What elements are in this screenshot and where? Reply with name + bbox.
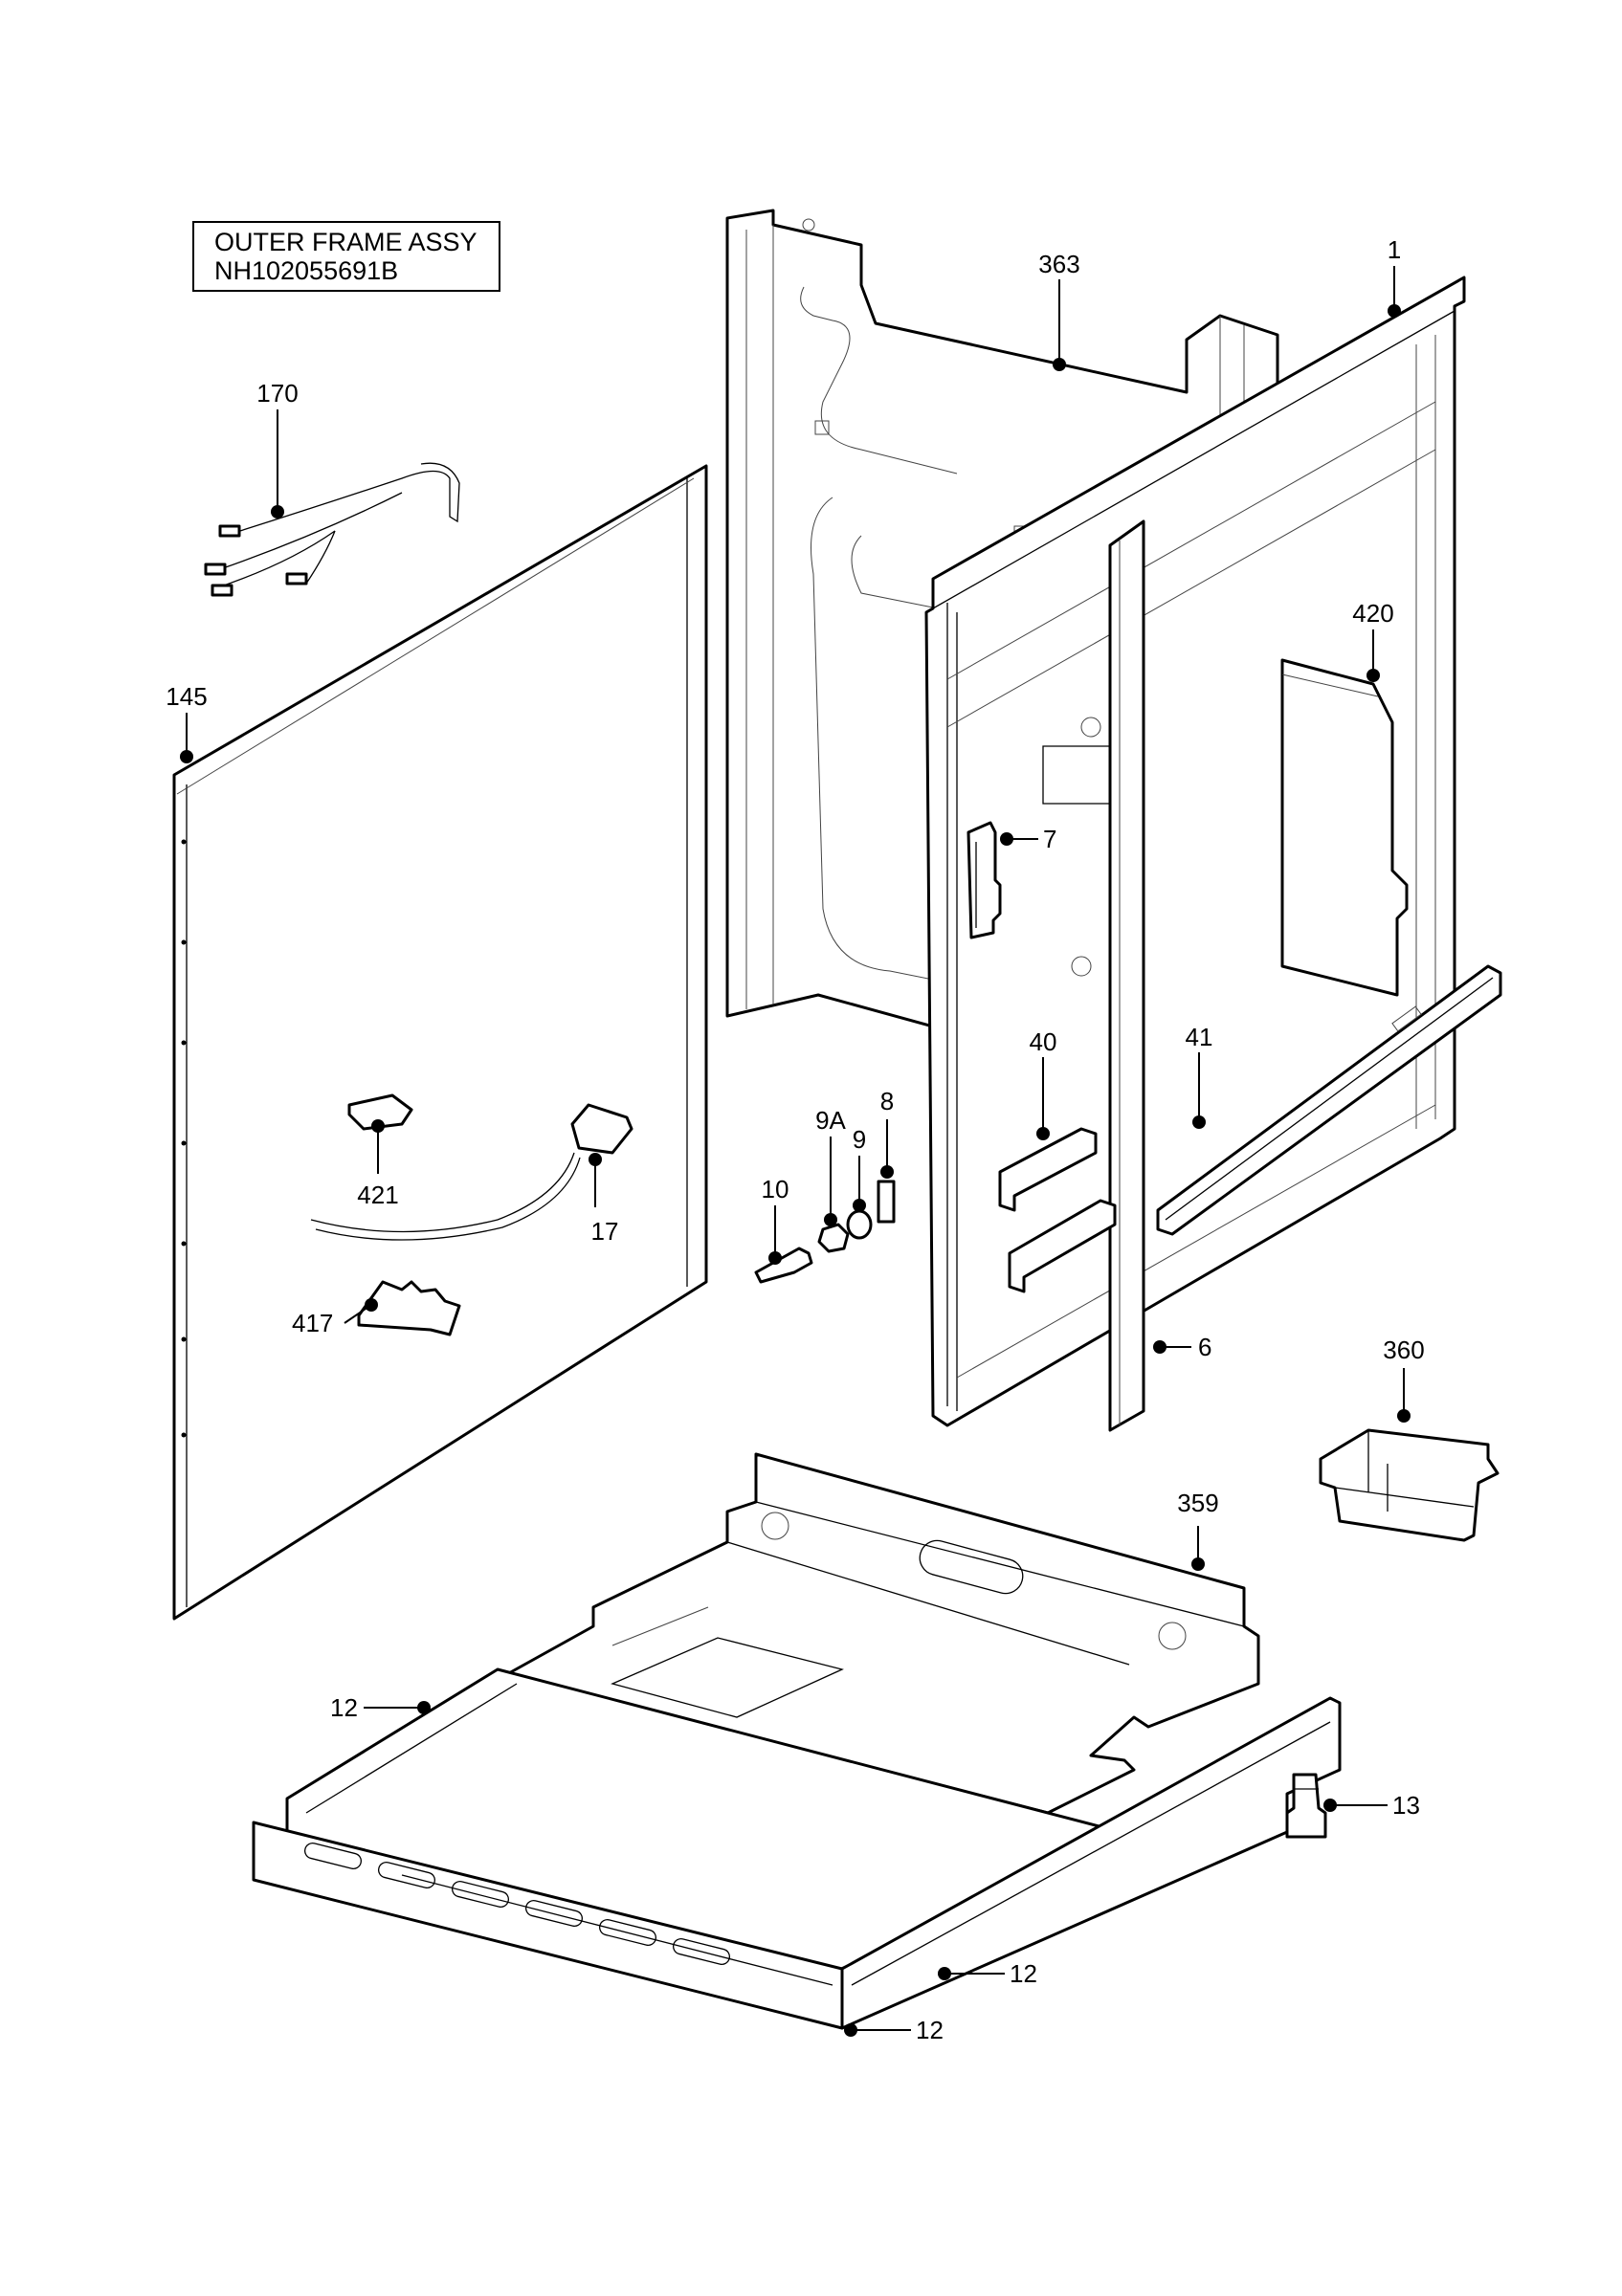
- callout-1: 1: [1388, 235, 1401, 264]
- part-13-foot: [1285, 1773, 1327, 1839]
- part-40-brackets: [998, 1127, 1117, 1293]
- part-12-base-frame: [252, 1667, 1342, 2030]
- part-170-wire-harness: [204, 462, 460, 597]
- callout-360: 360: [1383, 1336, 1424, 1364]
- title-line-1: OUTER FRAME ASSY: [214, 228, 478, 256]
- part-420: [1280, 658, 1409, 997]
- part-421: [347, 1093, 413, 1131]
- callout-12-left: 12: [330, 1693, 358, 1722]
- callout-41: 41: [1186, 1023, 1213, 1051]
- part-417: [357, 1280, 461, 1336]
- callout-9a: 9A: [815, 1106, 846, 1135]
- part-41-rail: [1156, 964, 1502, 1236]
- part-7-bracket: [967, 821, 1002, 939]
- callout-12-right: 12: [1010, 1959, 1037, 1988]
- callout-12-bottom: 12: [916, 2016, 944, 2044]
- title-line-2: NH102055691B: [214, 256, 398, 285]
- title-box: OUTER FRAME ASSY NH102055691B: [192, 221, 500, 292]
- callout-17: 17: [591, 1217, 619, 1246]
- callout-363: 363: [1038, 250, 1079, 278]
- callout-13: 13: [1392, 1791, 1420, 1820]
- callout-417: 417: [292, 1309, 333, 1337]
- part-9-ring: [846, 1209, 873, 1240]
- part-6-strip: [1108, 519, 1145, 1432]
- part-9a-nut: [817, 1223, 850, 1253]
- callout-420: 420: [1352, 599, 1393, 628]
- callout-40: 40: [1030, 1027, 1057, 1056]
- callout-145: 145: [166, 682, 207, 711]
- callout-8: 8: [880, 1087, 894, 1115]
- part-17-cable: [310, 1103, 633, 1241]
- part-10-pin: [754, 1247, 813, 1284]
- callout-10: 10: [762, 1175, 789, 1203]
- callout-6: 6: [1198, 1333, 1211, 1361]
- part-360: [1319, 1428, 1500, 1542]
- callout-170: 170: [256, 379, 298, 408]
- part-145-side-panel: [172, 464, 708, 1621]
- callout-359: 359: [1177, 1489, 1218, 1517]
- part-359-bottom-tray: [505, 1452, 1260, 1815]
- callout-9: 9: [853, 1125, 866, 1154]
- part-8: [877, 1180, 896, 1224]
- callouts: 1 363 170 145 420 7 40 41 8: [166, 235, 1424, 2044]
- callout-421: 421: [357, 1181, 398, 1209]
- callout-7: 7: [1043, 825, 1056, 853]
